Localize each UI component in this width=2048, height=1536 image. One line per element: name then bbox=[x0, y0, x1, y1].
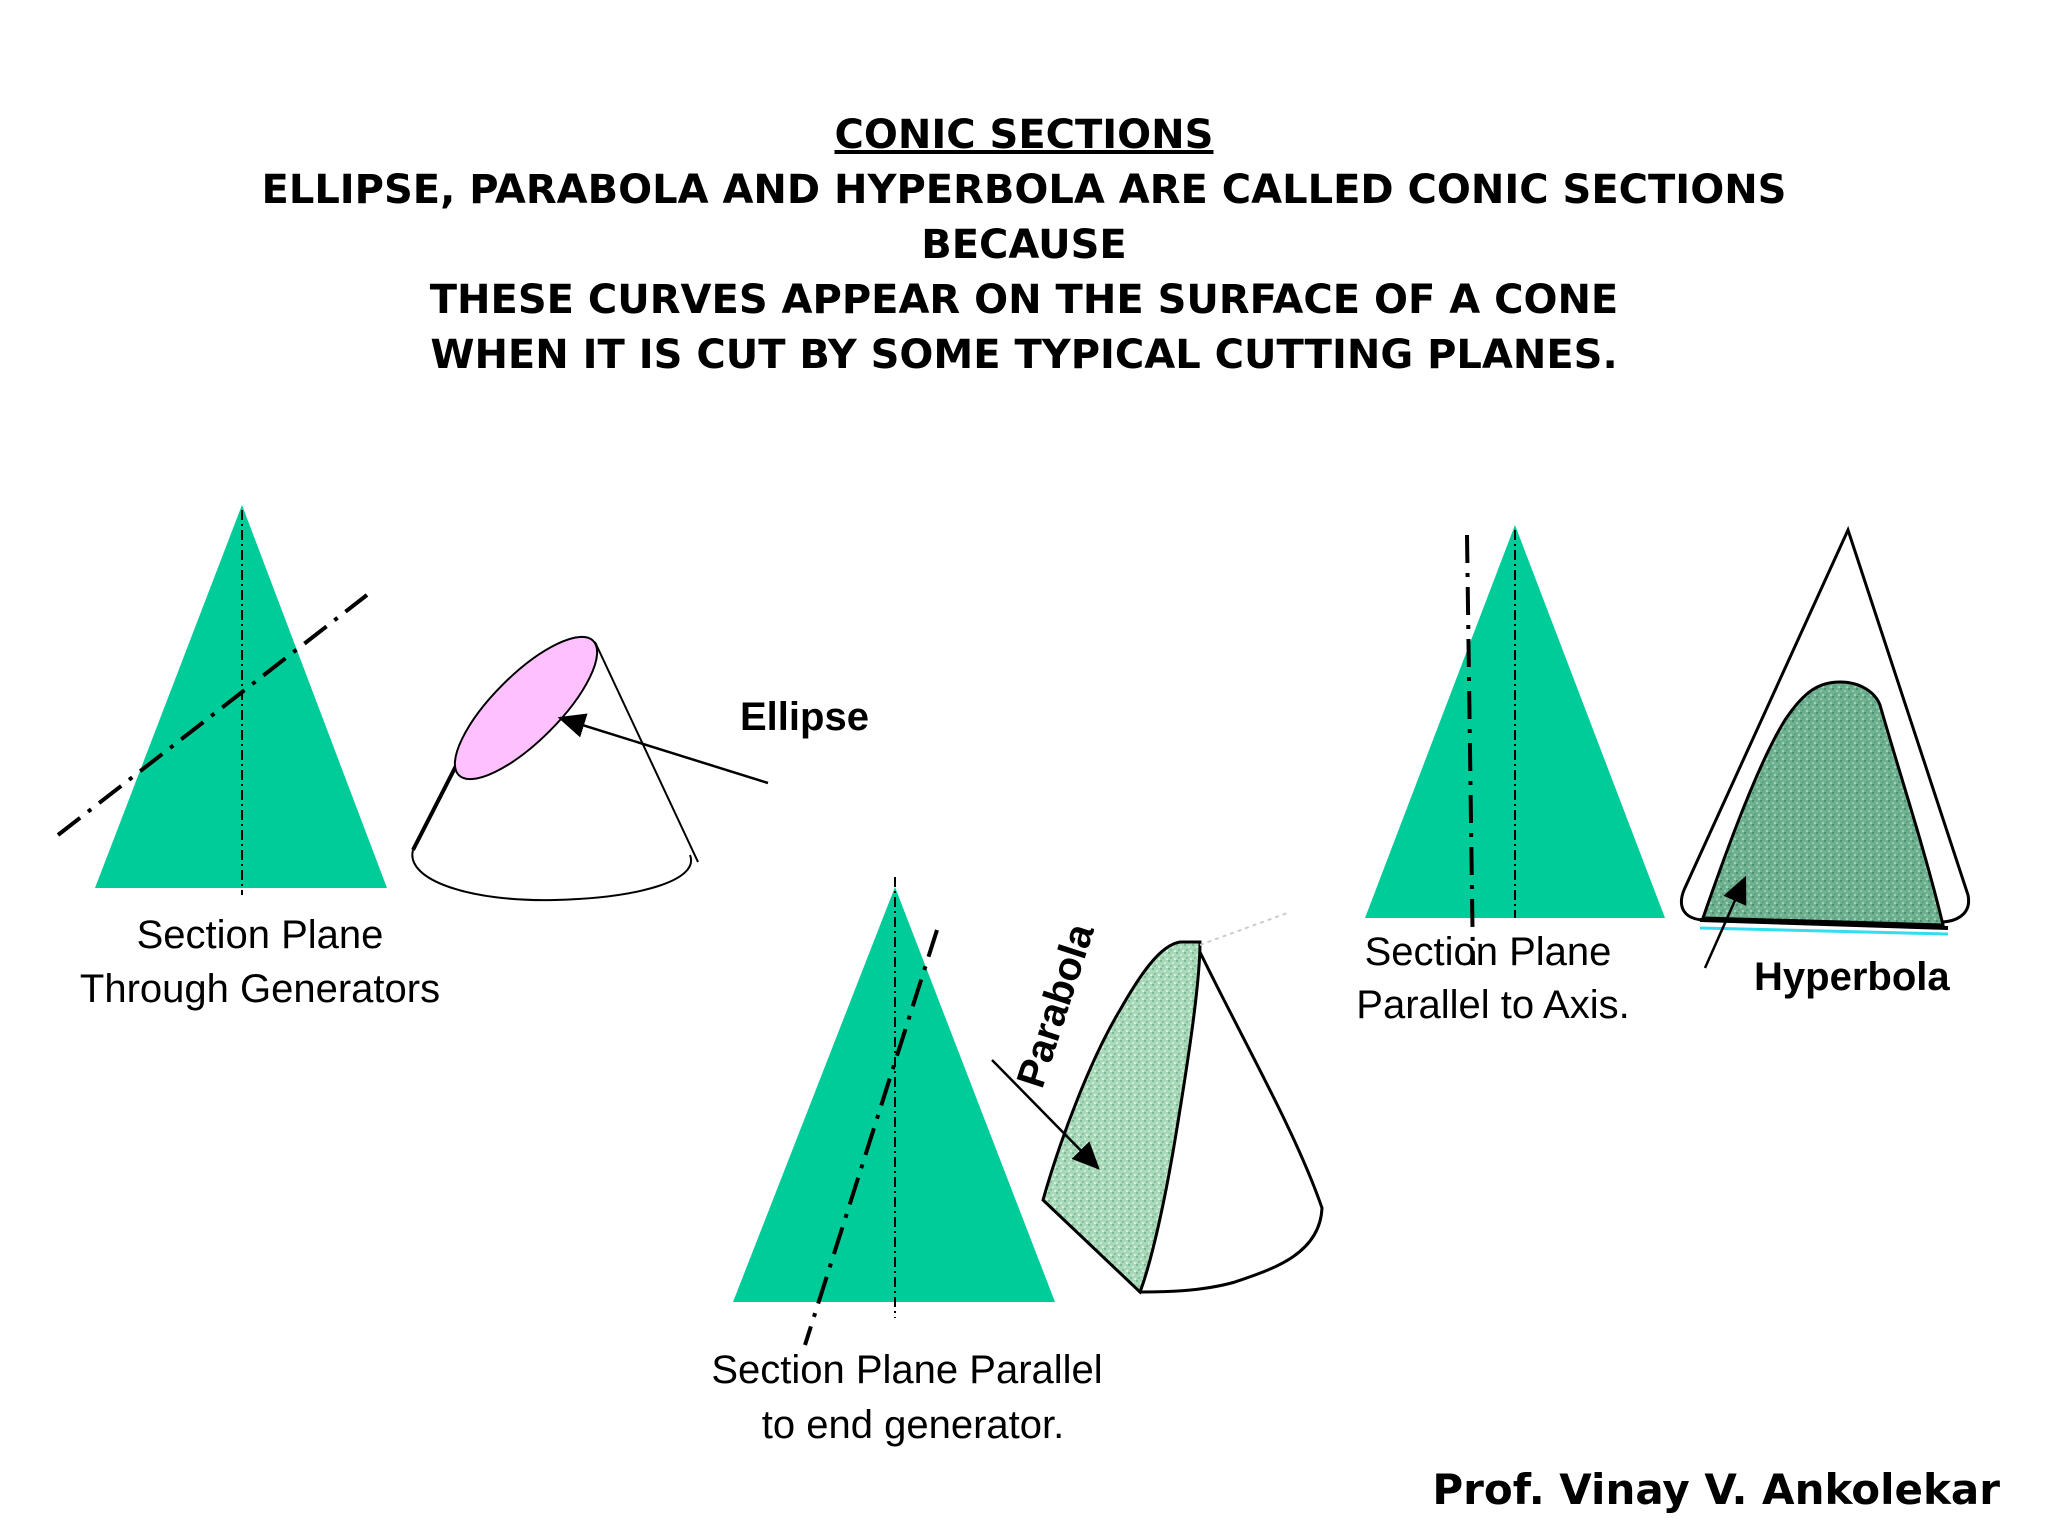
hyperbola-panel: Hyperbola Section Plane Parallel to Axis… bbox=[1356, 525, 1971, 1027]
section-base-highlight bbox=[1699, 926, 1949, 936]
parabola-pointer-arrow bbox=[991, 1059, 1100, 1170]
hyperbola-section bbox=[1700, 680, 1945, 927]
cut-cone bbox=[1041, 911, 1324, 1295]
cone-front-view bbox=[733, 887, 1055, 1302]
header: CONIC SECTIONS ELLIPSE, PARABOLA AND HYP… bbox=[0, 108, 2048, 383]
header-line-3: THESE CURVES APPEAR ON THE SURFACE OF A … bbox=[429, 277, 1619, 323]
parabola-panel: Parabola Section Plane Parallel to end g… bbox=[711, 877, 1324, 1447]
ellipse-panel: Ellipse Section Plane Through Generators bbox=[56, 505, 869, 1011]
author-credit: Prof. Vinay V. Ankolekar bbox=[1432, 1465, 2000, 1514]
parabola-caption-line-2: to end generator. bbox=[762, 1403, 1064, 1447]
hyperbola-caption-line-1: Section Plane bbox=[1365, 930, 1612, 974]
ellipse-caption-line-1: Section Plane bbox=[137, 913, 384, 957]
section-plane-line bbox=[56, 593, 369, 837]
hyperbola-pointer-arrow bbox=[1703, 875, 1747, 969]
header-line-1: ELLIPSE, PARABOLA AND HYPERBOLA ARE CALL… bbox=[261, 167, 1787, 213]
cone-front-view bbox=[1365, 525, 1665, 918]
ellipse-caption-line-2: Through Generators bbox=[80, 967, 440, 1011]
ellipse-section bbox=[453, 635, 599, 781]
parabola-label: Parabola bbox=[1009, 918, 1103, 1093]
truncated-cone bbox=[411, 635, 699, 902]
page-title: CONIC SECTIONS bbox=[834, 112, 1214, 158]
hyperbola-label: Hyperbola bbox=[1754, 955, 1950, 999]
parabola-section bbox=[1041, 940, 1202, 1295]
header-line-4: WHEN IT IS CUT BY SOME TYPICAL CUTTING P… bbox=[430, 332, 1618, 378]
hyperbola-caption-line-2: Parallel to Axis. bbox=[1356, 983, 1629, 1027]
section-plane-line bbox=[1465, 534, 1475, 966]
section-plane-line bbox=[803, 929, 939, 1346]
header-line-2: BECAUSE bbox=[921, 222, 1127, 268]
cut-cone bbox=[1679, 525, 1971, 936]
section-base-line bbox=[1699, 918, 1949, 930]
ellipse-pointer-arrow bbox=[557, 713, 769, 785]
parabola-caption-line-1: Section Plane Parallel bbox=[711, 1348, 1102, 1392]
ellipse-label: Ellipse bbox=[740, 695, 869, 739]
